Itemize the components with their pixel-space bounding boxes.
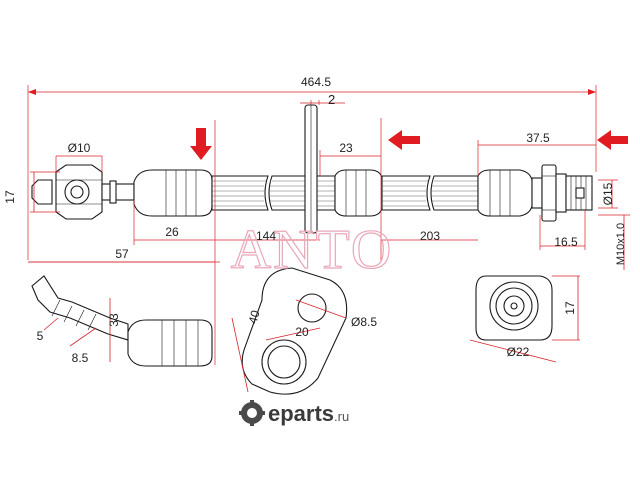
dim-bracket-spacing: 20 bbox=[295, 325, 309, 339]
dim-detail-length: 57 bbox=[115, 247, 129, 261]
end-view-detail bbox=[469, 275, 580, 363]
dim-left-offset: 26 bbox=[165, 225, 179, 239]
hose-section-left bbox=[211, 175, 269, 211]
left-hex-nut bbox=[55, 164, 103, 220]
dim-total-length: 464.5 bbox=[301, 75, 331, 89]
detail-ferrule bbox=[127, 319, 213, 367]
brand-domain: .ru bbox=[334, 409, 349, 424]
hose-section-end bbox=[430, 175, 479, 211]
extension-lines bbox=[27, 85, 630, 365]
dim-detail-depth: 33 bbox=[107, 313, 121, 327]
dim-left-section: 144 bbox=[256, 229, 276, 243]
hose-section-right bbox=[381, 175, 431, 211]
arrow-down-marker bbox=[190, 128, 212, 160]
bracket-detail bbox=[231, 267, 348, 395]
left-thread-stub bbox=[31, 179, 53, 205]
dim-end-view-height: 17 bbox=[563, 301, 577, 315]
dim-detail-width: 8.5 bbox=[72, 351, 89, 365]
dim-thread: M10x1.0 bbox=[615, 223, 627, 265]
eparts-logo-icon bbox=[239, 400, 265, 426]
arrow-left-marker-right bbox=[597, 130, 628, 150]
left-ferrule bbox=[133, 169, 213, 217]
dimension-lines bbox=[28, 89, 625, 270]
dimension-labels: 464.5 2 Ø10 17 23 37.5 Ø15 26 144 203 16… bbox=[3, 75, 627, 365]
right-ferrule bbox=[477, 169, 533, 217]
bent-pipe-detail bbox=[31, 275, 129, 362]
dim-bracket-height: 40 bbox=[246, 308, 263, 325]
dim-bracket-hole: Ø8.5 bbox=[351, 315, 377, 329]
anto-watermark: ANTO bbox=[231, 219, 394, 281]
right-threaded-end bbox=[565, 175, 593, 211]
dim-detail-angle: 5 bbox=[37, 329, 44, 343]
dim-right-length: 37.5 bbox=[526, 131, 550, 145]
dim-mid-length-top: 23 bbox=[339, 141, 353, 155]
svg-text:eparts.ru: eparts.ru bbox=[268, 401, 349, 426]
dim-end-view-dia: Ø22 bbox=[507, 345, 530, 359]
left-tube bbox=[101, 180, 135, 204]
dim-end-height: 17 bbox=[3, 190, 17, 204]
right-hex-fitting bbox=[531, 164, 567, 222]
dim-right-fitting-len: 16.5 bbox=[554, 235, 578, 249]
dim-fitting-dia: Ø10 bbox=[68, 141, 91, 155]
dim-bracket-thickness: 2 bbox=[328, 92, 335, 107]
dim-right-dia: Ø15 bbox=[601, 182, 615, 205]
eparts-logo: eparts.ru bbox=[239, 400, 349, 426]
brand-name: eparts bbox=[268, 401, 334, 426]
middle-ferrule bbox=[334, 169, 383, 217]
mounting-bracket-plate bbox=[304, 104, 318, 234]
hose-section-middle bbox=[268, 175, 336, 211]
arrow-left-marker-middle bbox=[388, 130, 420, 150]
dim-right-section: 203 bbox=[420, 229, 440, 243]
